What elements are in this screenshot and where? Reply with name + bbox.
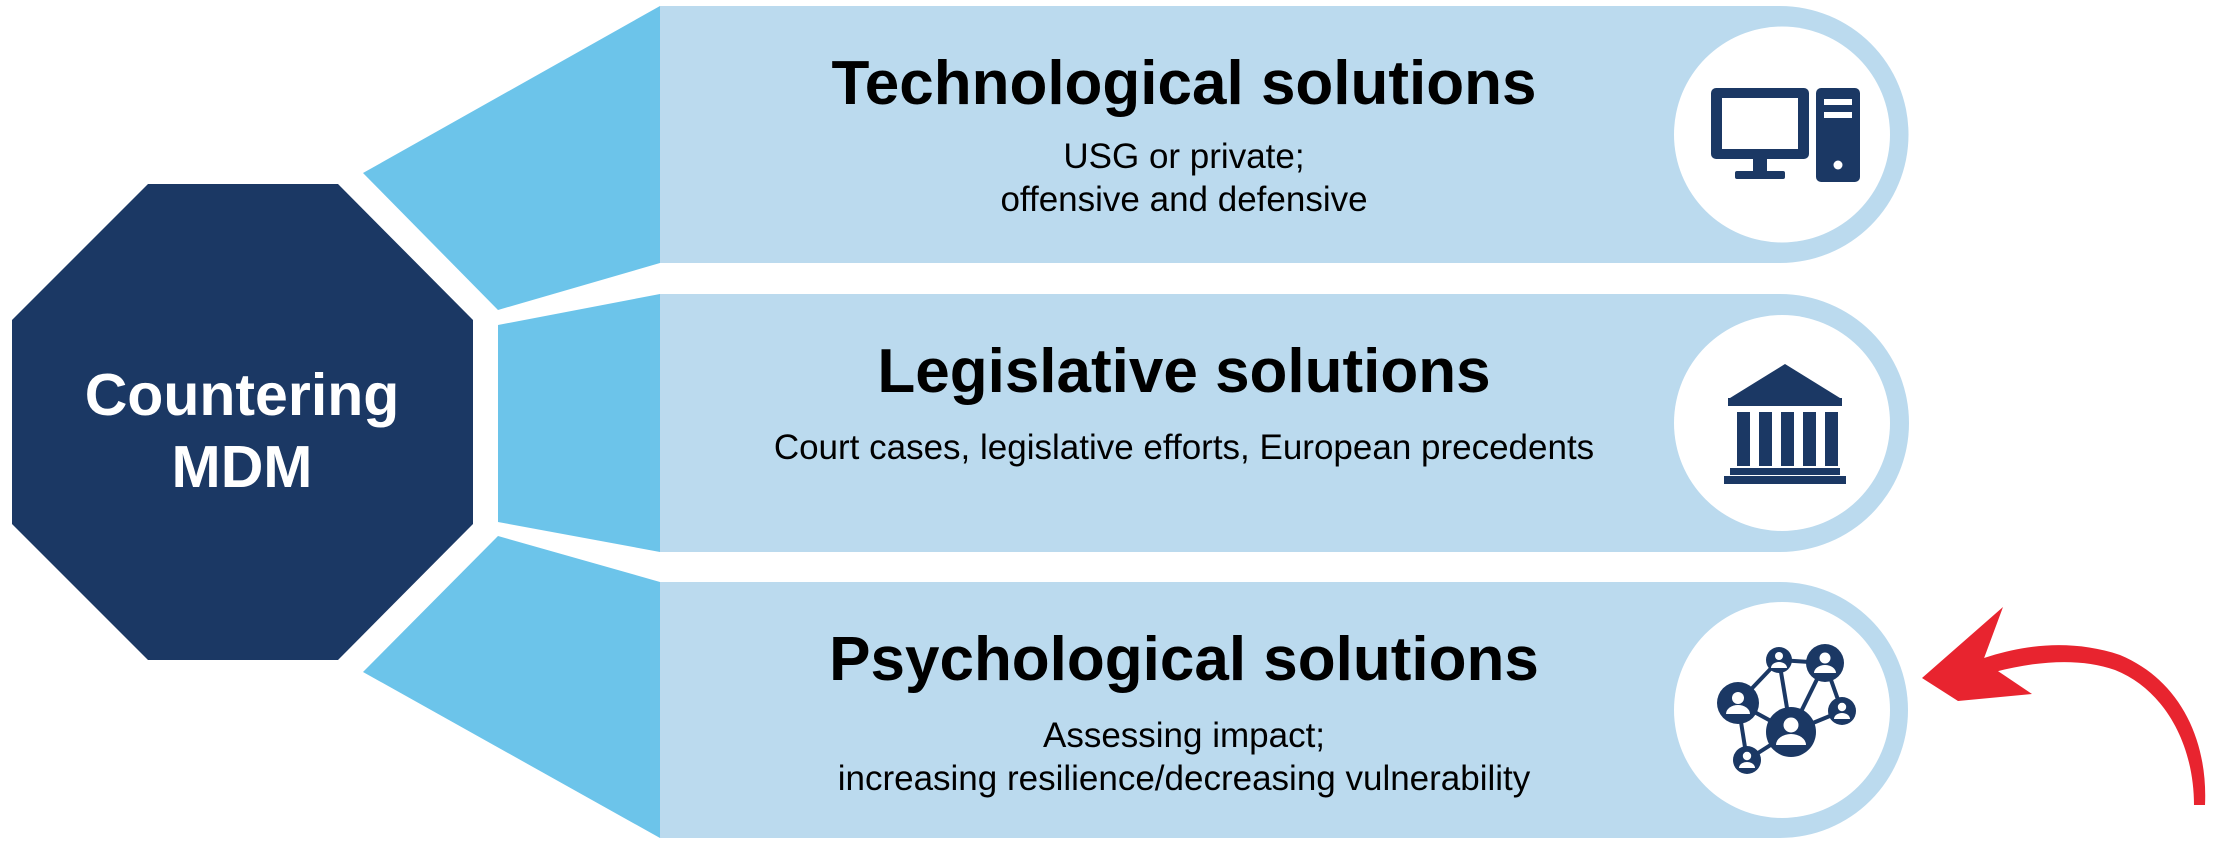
panel-description-line2: offensive and defensive	[1000, 180, 1367, 219]
panel-background	[660, 582, 1908, 838]
panel-title: Technological solutions	[831, 49, 1536, 118]
panel-description-line1: Court cases, legislative efforts, Europe…	[774, 428, 1594, 467]
network-node	[1766, 647, 1792, 673]
hub-label-line1: Countering	[85, 362, 400, 428]
panel-background	[660, 294, 1909, 552]
panel-title: Psychological solutions	[829, 625, 1539, 694]
panel-title: Legislative solutions	[877, 337, 1490, 406]
network-node	[1766, 707, 1816, 757]
panel-psychological: Psychological solutions Assessing impact…	[660, 582, 1908, 838]
computer-icon	[1711, 88, 1860, 182]
connector-middle	[498, 294, 660, 552]
hub: Countering MDM	[12, 184, 473, 660]
hub-label-line2: MDM	[172, 434, 313, 500]
hub-octagon	[12, 184, 473, 660]
panel-description-line2: increasing resilience/decreasing vulnera…	[838, 759, 1531, 798]
network-node	[1717, 682, 1759, 724]
panel-background	[660, 6, 1909, 263]
panel-legislative: Legislative solutions Court cases, legis…	[660, 294, 1909, 552]
courthouse-icon	[1724, 364, 1846, 484]
people-network-icon	[1717, 644, 1856, 774]
network-node	[1806, 644, 1844, 682]
panel-technological: Technological solutions USG or private; …	[660, 6, 1909, 263]
connector-bottom	[363, 536, 660, 838]
curved-red-arrow-icon	[1922, 607, 2206, 805]
connector-top	[363, 6, 660, 310]
network-node	[1828, 697, 1856, 725]
panel-description-line1: USG or private;	[1063, 137, 1304, 176]
network-node	[1733, 746, 1761, 774]
panel-description-line1: Assessing impact;	[1043, 716, 1325, 755]
